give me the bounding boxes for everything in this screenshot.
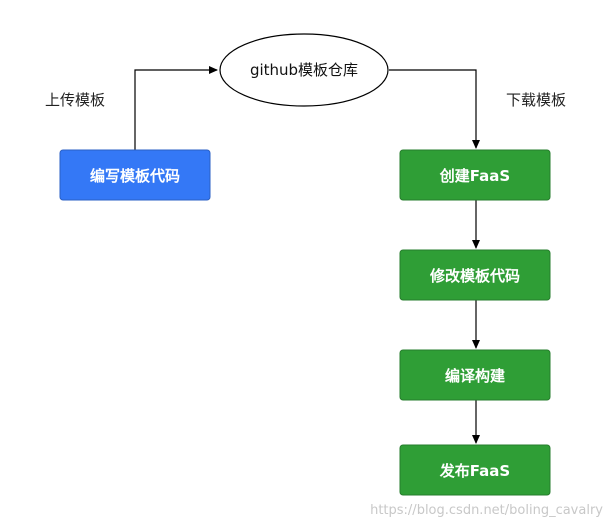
- modify-code-label: 修改模板代码: [429, 267, 520, 285]
- download-label: 下载模板: [506, 91, 566, 109]
- create-faas-node: 创建FaaS: [399, 149, 551, 201]
- create-faas-label: 创建FaaS: [439, 167, 510, 185]
- publish-faas-label: 发布FaaS: [439, 462, 510, 480]
- write-code-label: 编写模板代码: [90, 167, 180, 185]
- edge-download: [389, 69, 480, 149]
- upload-label: 上传模板: [45, 91, 105, 109]
- repo-label: github模板仓库: [250, 61, 358, 79]
- watermark: https://blog.csdn.net/boling_cavalry: [370, 503, 603, 518]
- repo-node: github模板仓库: [219, 33, 389, 107]
- write-code-node: 编写模板代码: [59, 149, 211, 201]
- build-node: 编译构建: [399, 349, 551, 401]
- publish-faas-node: 发布FaaS: [399, 444, 551, 496]
- modify-code-node: 修改模板代码: [399, 249, 551, 301]
- edge-upload: [134, 66, 218, 150]
- build-label: 编译构建: [445, 367, 506, 385]
